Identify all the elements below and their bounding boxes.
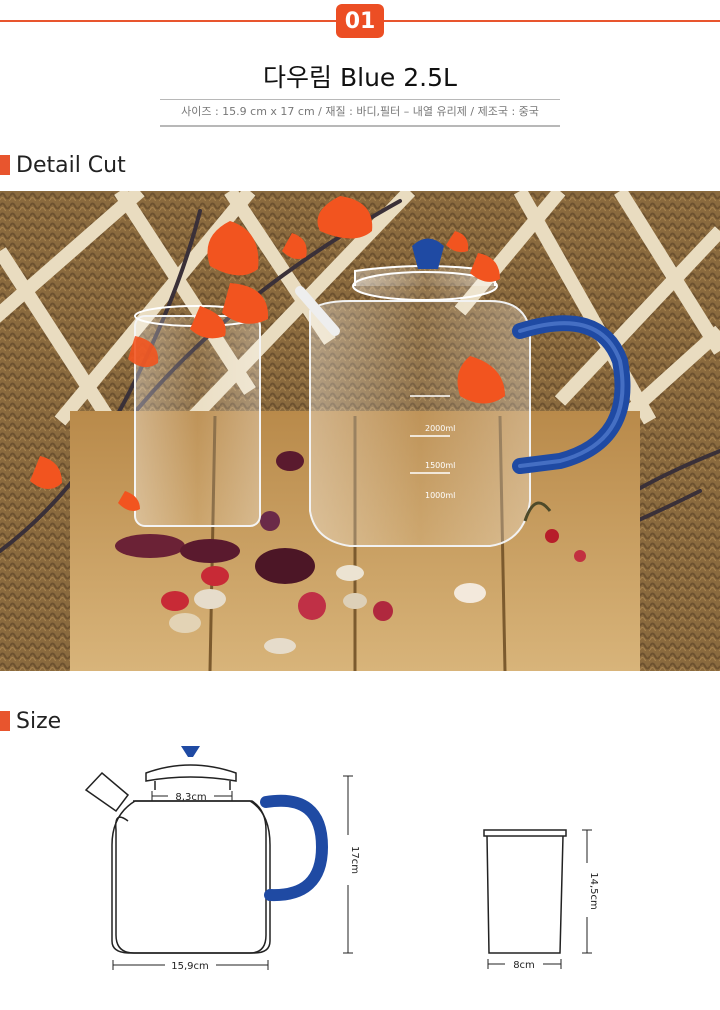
- dried-petals: [115, 451, 486, 654]
- size-heading: Size: [0, 708, 61, 734]
- scale-mark-1000: 1000ml: [425, 491, 455, 500]
- filter-outline: [483, 829, 567, 954]
- kettle-handle: [260, 794, 329, 902]
- size-label: Size: [16, 708, 62, 734]
- scale-mark-1500: 1500ml: [425, 461, 455, 470]
- lantern-flowers: [30, 196, 505, 511]
- filter-infuser: [134, 305, 261, 527]
- lid-knob: [181, 746, 200, 757]
- heading-marker: [0, 711, 10, 731]
- scale-mark-2000: 2000ml: [425, 424, 455, 433]
- buds: [523, 501, 586, 562]
- detail-cut-label: Detail Cut: [16, 152, 126, 178]
- kettle-outline: [84, 764, 271, 954]
- product-photo: 2000ml 1500ml 1000ml: [0, 191, 720, 671]
- filter-width-dim: [487, 959, 562, 969]
- height-dim: [343, 775, 353, 954]
- heading-marker: [0, 155, 10, 175]
- body-width-dim: [112, 960, 269, 970]
- size-diagram: 8,3cm 15,9cm 17cm 8cm 14,5cm: [84, 746, 599, 972]
- filter-height-label: 14,5cm: [588, 872, 599, 910]
- product-title: 다우림 Blue 2.5L: [263, 63, 457, 92]
- spec-bar: [160, 99, 560, 127]
- section-number-badge: 01: [336, 4, 384, 38]
- filter-height-dim: [582, 829, 592, 954]
- lid-width-dim: [151, 791, 233, 801]
- filter-width-label: 8cm: [513, 960, 535, 971]
- lid-width-label: 8,3cm: [175, 792, 206, 803]
- height-label: 17cm: [349, 846, 360, 874]
- glass-kettle: 2000ml 1500ml 1000ml: [295, 238, 631, 547]
- body-width-label: 15,9cm: [171, 961, 209, 972]
- spec-line: 사이즈 : 15.9 cm x 17 cm / 재질 : 바디,필터 – 내열 …: [181, 105, 539, 118]
- detail-cut-heading: Detail Cut: [0, 152, 126, 178]
